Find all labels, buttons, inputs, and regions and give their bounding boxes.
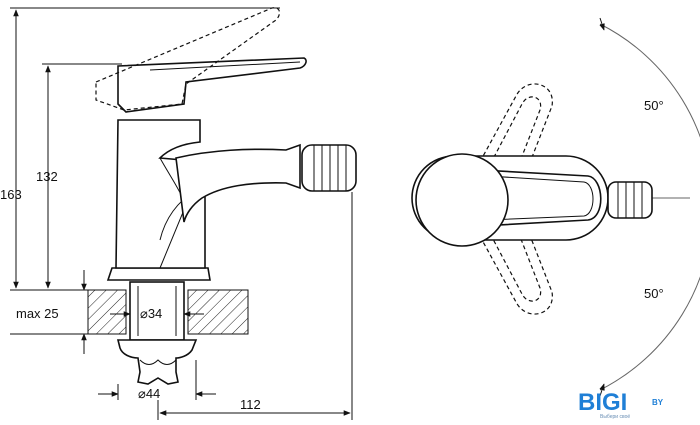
rotation-arc: [599, 23, 700, 391]
angle-bottom-label: 50°: [644, 286, 664, 301]
lever-rotated-up-dashed: [469, 83, 553, 189]
aerator-top: [607, 181, 653, 219]
dim-max25-label: max 25: [16, 306, 59, 321]
faucet-base: [106, 267, 211, 281]
dim-44-label: ⌀44: [138, 386, 160, 401]
dim-132-label: 132: [36, 169, 58, 184]
dim-34-label: ⌀34: [140, 306, 162, 321]
angle-top-label: 50°: [644, 98, 664, 113]
top-view: 50° 50°: [411, 17, 700, 397]
side-view: 163 132 max 25 ⌀34 ⌀44 112: [0, 7, 357, 420]
base-nut: [116, 339, 198, 385]
spout: [175, 143, 301, 223]
lever-rotated-down-dashed: [469, 209, 553, 315]
countertop-left: [87, 289, 127, 335]
logo-text: BIGI: [578, 389, 627, 416]
aerator: [301, 144, 357, 192]
logo-suffix: BY: [652, 398, 664, 407]
dim-163-label: 163: [0, 187, 22, 202]
cartridge-top: [415, 153, 509, 247]
lever-closed: [117, 57, 307, 113]
bigi-logo: BIGI BY Выбери своё: [578, 389, 664, 420]
logo-tagline: Выбери своё: [600, 414, 630, 420]
dim-112-label: 112: [240, 397, 261, 412]
dimension-lines: [10, 7, 353, 420]
mounting-shank: [129, 281, 185, 341]
faucet-body: [115, 119, 206, 269]
countertop-right: [187, 289, 249, 335]
